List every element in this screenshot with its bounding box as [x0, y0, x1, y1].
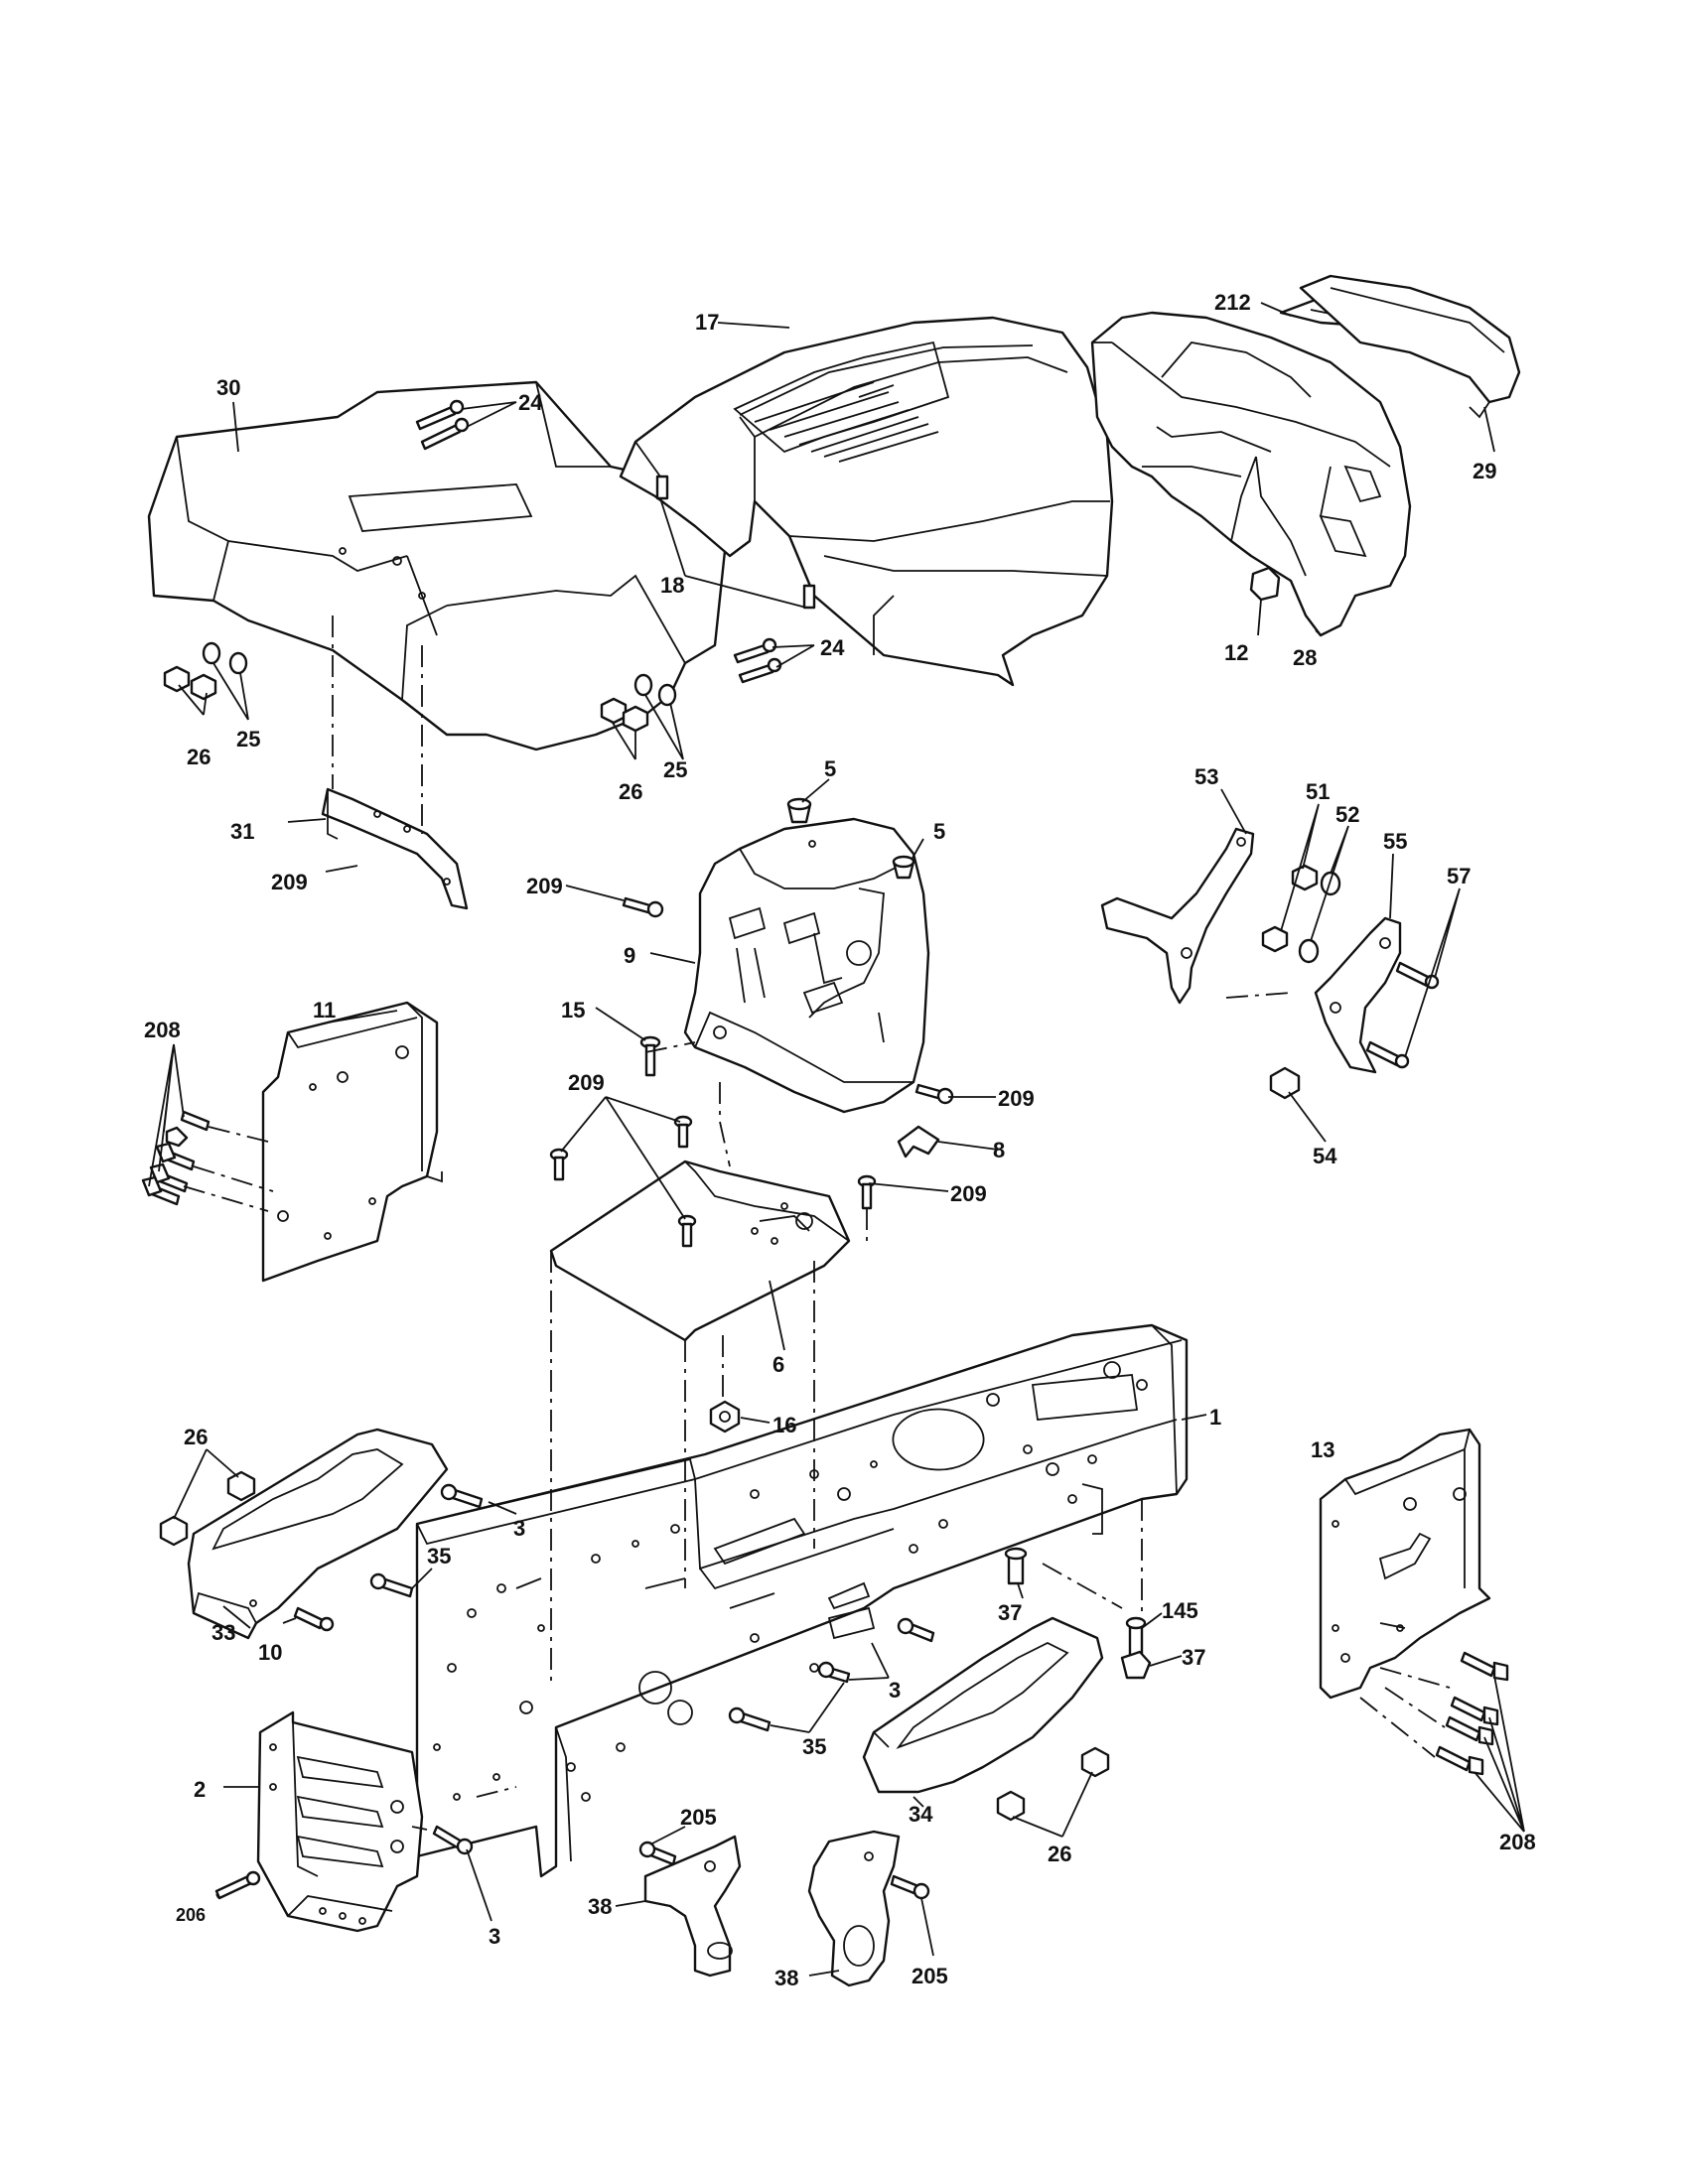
part-2-front-bracket	[256, 1710, 424, 1933]
part-35-10-bolts	[293, 1572, 772, 1732]
callout-51: 51	[1306, 779, 1330, 804]
callout-1: 1	[1209, 1405, 1221, 1430]
callout-26: 26	[1048, 1842, 1071, 1866]
part-38-bracket-left	[643, 1835, 742, 1978]
callout-30: 30	[216, 375, 240, 400]
callout-24: 24	[518, 390, 543, 415]
part-12-clip	[1249, 566, 1281, 602]
callout-25: 25	[236, 727, 260, 751]
part-24-25-26-hardware-right	[600, 637, 782, 733]
callout-18: 18	[660, 573, 684, 598]
callout-12: 12	[1224, 640, 1248, 665]
part-17-hood	[619, 316, 1114, 687]
callout-25: 25	[663, 757, 687, 782]
part-24-bolts-left	[415, 399, 470, 451]
callout-6: 6	[772, 1352, 784, 1377]
callout-26: 26	[184, 1425, 208, 1449]
part-209-screws-dash	[622, 896, 954, 1105]
callout-54: 54	[1313, 1144, 1337, 1168]
part-11-side-panel	[261, 1001, 443, 1283]
alignment-lines	[183, 615, 1451, 1831]
part-51-52-hardware	[1261, 864, 1341, 964]
callout-5: 5	[933, 819, 945, 844]
callout-33: 33	[211, 1620, 235, 1645]
part-28-grille	[1090, 311, 1412, 637]
part-206-bolt	[214, 1870, 261, 1900]
callout-208: 208	[144, 1018, 181, 1042]
callout-24: 24	[820, 635, 845, 660]
callout-15: 15	[561, 998, 585, 1023]
callout-206: 206	[176, 1905, 206, 1925]
callout-26: 26	[187, 745, 210, 769]
callout-2: 2	[194, 1777, 206, 1802]
part-33-footrest-left	[187, 1428, 449, 1640]
callout-212: 212	[1214, 290, 1251, 315]
callout-28: 28	[1293, 645, 1317, 670]
part-13-side-panel	[1319, 1428, 1491, 1700]
callout-205: 205	[680, 1805, 717, 1830]
callout-205: 205	[912, 1964, 948, 1988]
part-3-bolts	[432, 1483, 935, 1855]
part-30-fender	[147, 380, 727, 751]
part-208-bolts-right	[1435, 1651, 1509, 1776]
callout-10: 10	[258, 1640, 282, 1665]
callout-35: 35	[427, 1544, 451, 1569]
callout-209: 209	[526, 874, 563, 898]
callout-55: 55	[1383, 829, 1407, 854]
callout-8: 8	[993, 1138, 1005, 1162]
part-9-dash-panel	[683, 817, 930, 1114]
callout-209: 209	[568, 1070, 605, 1095]
callout-17: 17	[695, 310, 719, 335]
callout-labels: 30 24 17 18 24 212 29 28 12 26 25 26 25 …	[144, 290, 1536, 1990]
callout-209: 209	[271, 870, 308, 894]
callout-34: 34	[909, 1802, 933, 1827]
part-1-frame	[415, 1323, 1189, 1878]
callout-13: 13	[1311, 1437, 1334, 1462]
part-209-screws-plate	[549, 1115, 877, 1248]
part-26-nuts-lower	[159, 1470, 1110, 1822]
callout-3: 3	[889, 1678, 901, 1703]
callout-145: 145	[1162, 1598, 1198, 1623]
part-37-145-spacers	[1004, 1547, 1152, 1680]
part-29-headlight	[1299, 274, 1521, 419]
part-16-nut	[709, 1400, 741, 1433]
callout-5: 5	[824, 756, 836, 781]
callout-209: 209	[998, 1086, 1035, 1111]
callout-26: 26	[619, 779, 642, 804]
part-54-nut	[1269, 1066, 1301, 1100]
callout-37: 37	[998, 1600, 1022, 1625]
part-18-bumpers	[655, 475, 816, 610]
callout-53: 53	[1194, 764, 1218, 789]
callout-16: 16	[772, 1413, 796, 1437]
part-34-footrest-right	[862, 1616, 1104, 1794]
callout-29: 29	[1473, 459, 1496, 483]
part-15-bolt	[639, 1035, 661, 1077]
callout-3: 3	[489, 1924, 500, 1949]
part-53-bracket	[1100, 827, 1255, 1005]
part-8-clip	[897, 1125, 940, 1159]
part-31-bracket	[321, 787, 469, 910]
callout-11: 11	[313, 998, 336, 1023]
part-6-plate	[549, 1160, 851, 1342]
part-25-26-hardware-left	[163, 641, 248, 701]
part-205-bolts	[638, 1841, 930, 1900]
part-38-bracket-right	[807, 1830, 901, 1987]
callout-35: 35	[802, 1734, 826, 1759]
part-57-bolts	[1365, 961, 1440, 1069]
callout-9: 9	[624, 943, 635, 968]
callout-52: 52	[1335, 802, 1359, 827]
callout-208: 208	[1499, 1830, 1536, 1854]
callout-3: 3	[513, 1516, 525, 1541]
part-5-grommets	[786, 797, 915, 880]
callout-31: 31	[230, 819, 254, 844]
part-55-bracket	[1314, 916, 1402, 1074]
callout-38: 38	[774, 1966, 798, 1990]
callout-38: 38	[588, 1894, 612, 1919]
callout-57: 57	[1447, 864, 1471, 888]
callout-209: 209	[950, 1181, 987, 1206]
leader-lines	[148, 302, 1525, 1977]
callout-37: 37	[1182, 1645, 1205, 1670]
